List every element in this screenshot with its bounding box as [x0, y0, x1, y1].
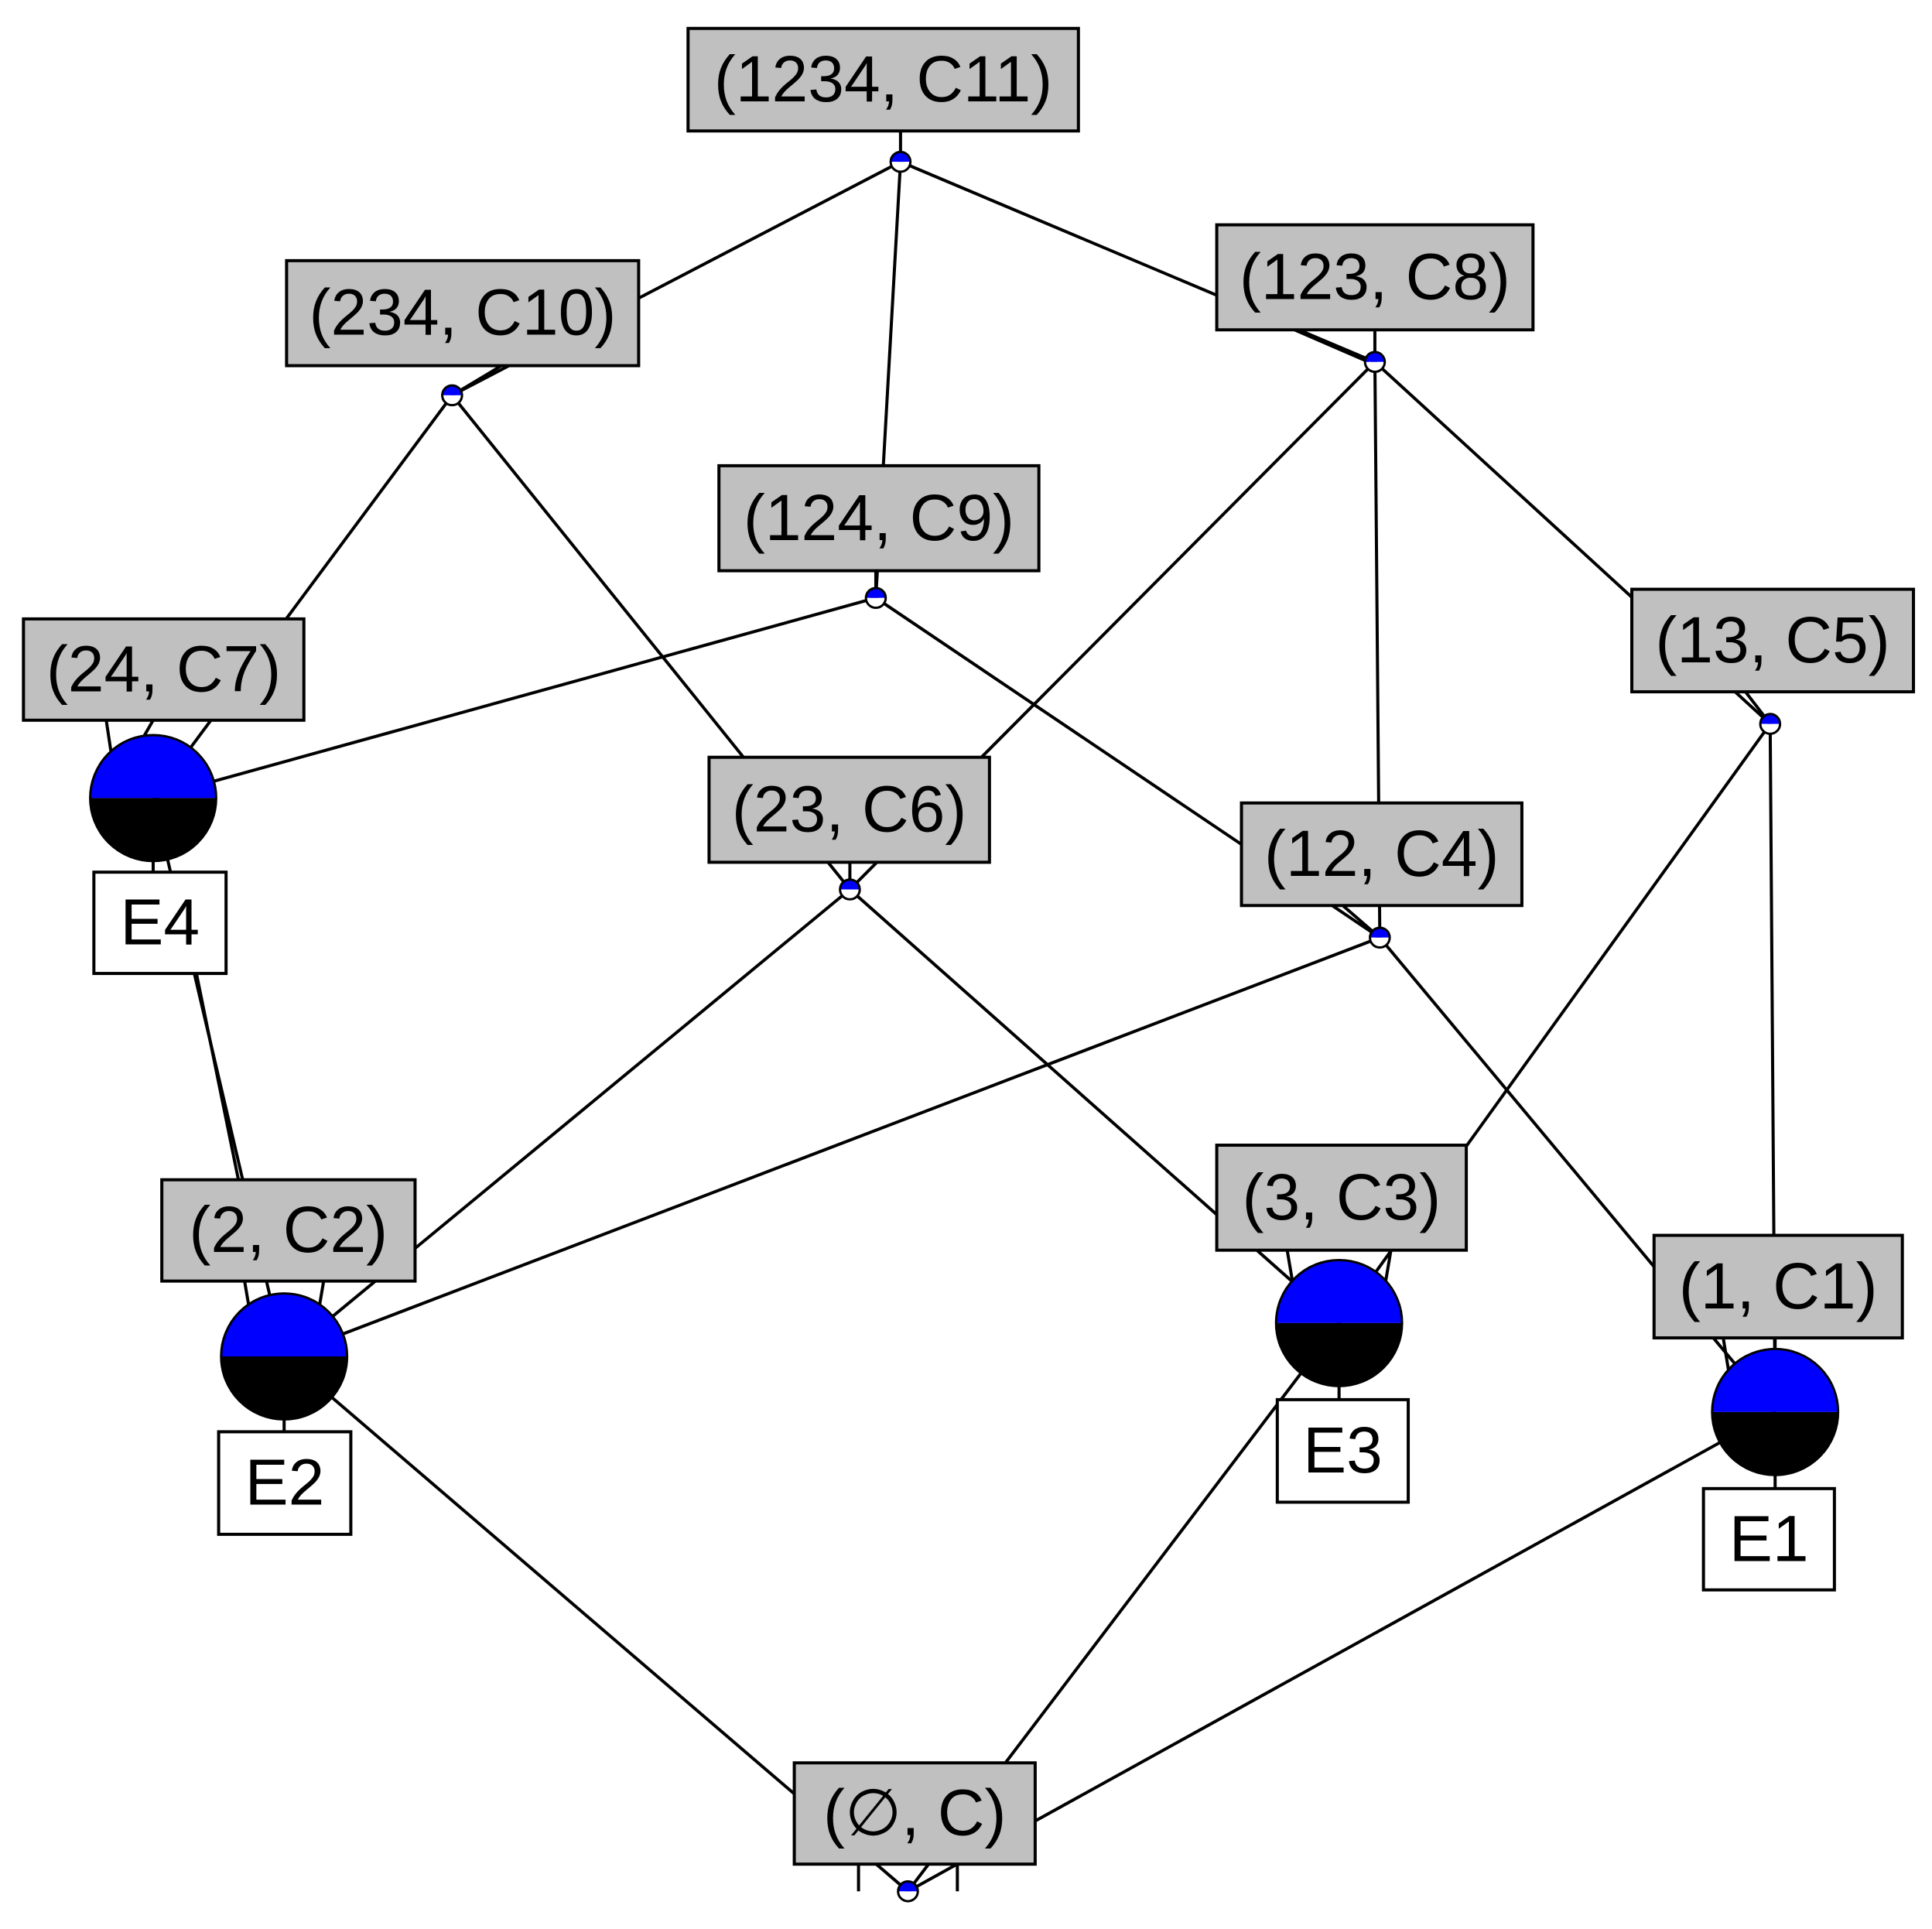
concept-label-c2: (2, C2): [160, 1178, 417, 1283]
node-outline: [1363, 351, 1387, 374]
lattice-node-c4: [1369, 926, 1391, 949]
concept-label-c6: (23, C6): [707, 755, 991, 864]
concept-label-text: (∅, C): [823, 1777, 1006, 1849]
label-connector-c2: [318, 1281, 326, 1305]
concept-label-text: (13, C5): [1655, 604, 1889, 676]
object-box: [1275, 1397, 1411, 1504]
concept-label-c4: (12, C4): [1240, 801, 1523, 908]
object-label-e1: E1: [1701, 1486, 1836, 1592]
object-label-e3: E3: [1275, 1397, 1411, 1504]
lattice-node-c8: [1363, 351, 1387, 374]
lattice-nodes: [89, 150, 1840, 1903]
edge-c9-c7: [152, 596, 877, 800]
node-bottom-half: [1711, 1411, 1838, 1476]
node-top-half: [221, 1293, 347, 1357]
concept-label-c0: (∅, C): [792, 1761, 1037, 1866]
concept-box: [1215, 1143, 1469, 1252]
concept-box: [22, 617, 306, 722]
concept-box: [1215, 223, 1535, 332]
node-outline: [889, 150, 912, 173]
concept-box: [792, 1761, 1037, 1866]
concept-label-text: (3, C3): [1242, 1161, 1441, 1233]
lattice-node-c6: [839, 878, 861, 901]
object-label-e4: E4: [92, 870, 228, 976]
edge-c4-c2: [283, 935, 1381, 1358]
concept-label-text: (234, C10): [309, 276, 616, 349]
lattice-node-c3: [1274, 1258, 1404, 1387]
label-connector-c2: [243, 1281, 251, 1305]
node-outline: [1369, 926, 1391, 949]
concept-box: [686, 26, 1080, 133]
node-bottom-half: [1276, 1322, 1403, 1387]
edge-c10-c7: [152, 394, 453, 799]
node-bottom-half: [90, 798, 217, 861]
node-bottom-half: [221, 1356, 347, 1420]
object-box: [1701, 1486, 1836, 1592]
object-label-text: E1: [1729, 1502, 1809, 1575]
node-top-half: [1711, 1349, 1838, 1412]
node-outline: [89, 734, 217, 863]
edge-c6-c2: [282, 888, 851, 1358]
edge-c6-c3: [849, 888, 1340, 1325]
label-connector-c7: [142, 719, 155, 737]
node-top-half: [90, 734, 217, 799]
lattice-node-c0: [897, 1880, 919, 1903]
lattice-node-c5: [1759, 713, 1782, 735]
object-label-text: E3: [1303, 1414, 1383, 1486]
concept-label-c7: (24, C7): [22, 617, 306, 722]
node-top-half: [1276, 1260, 1403, 1323]
concept-label-c1: (1, C1): [1652, 1233, 1904, 1340]
concept-box: [717, 463, 1041, 573]
lattice-node-c1: [1711, 1347, 1840, 1476]
concept-label-c9: (124, C9): [717, 463, 1041, 573]
node-outline: [1274, 1258, 1404, 1387]
concept-label-text: (24, C7): [46, 632, 281, 705]
node-outline: [864, 587, 887, 610]
label-connector-c7: [104, 720, 113, 752]
node-outline: [897, 1880, 919, 1903]
concept-label-text: (1, C1): [1679, 1250, 1878, 1322]
label-connector-c3: [1285, 1250, 1294, 1281]
lattice-node-c9: [864, 587, 887, 610]
node-outline: [1759, 713, 1782, 735]
node-outline: [220, 1292, 349, 1421]
object-box: [92, 870, 228, 976]
concept-box: [707, 755, 991, 864]
lattice-labels: (1234, C11) (234, C10) (123, C8) (124, C9) (…: [22, 26, 1916, 1866]
node-outline: [1711, 1347, 1840, 1476]
concept-box: [160, 1178, 417, 1283]
concept-label-text: (123, C8): [1240, 240, 1510, 313]
concept-label-text: (23, C6): [732, 773, 966, 846]
object-label-e2: E2: [217, 1430, 353, 1536]
concept-box: [1630, 587, 1916, 694]
lattice-node-c11: [889, 150, 912, 173]
label-connector-c8: [1294, 328, 1369, 364]
lattice-node-c2: [220, 1292, 349, 1421]
concept-label-text: (2, C2): [189, 1193, 388, 1266]
concept-label-c5: (13, C5): [1630, 587, 1916, 694]
concept-label-c3: (3, C3): [1215, 1143, 1469, 1252]
label-connector-c3: [1384, 1250, 1393, 1281]
concept-box: [285, 258, 641, 368]
concept-label-text: (124, C9): [744, 481, 1014, 554]
concept-label-text: (12, C4): [1264, 817, 1499, 890]
label-connector-c1: [1722, 1337, 1730, 1370]
edge-c1-c0: [907, 1411, 1776, 1893]
lattice-node-c7: [89, 734, 217, 863]
concept-box: [1652, 1233, 1904, 1340]
node-outline: [839, 878, 861, 901]
object-label-text: E2: [245, 1446, 325, 1519]
concept-label-c8: (123, C8): [1215, 223, 1535, 332]
lattice-node-c10: [441, 384, 463, 407]
edge-e4-c2: [194, 973, 241, 1181]
object-box: [217, 1430, 353, 1536]
concept-box: [1240, 801, 1523, 908]
node-outline: [441, 384, 463, 407]
concept-label-text: (1234, C11): [714, 43, 1052, 115]
object-label-text: E4: [120, 886, 200, 959]
concept-label-c11: (1234, C11): [686, 26, 1080, 133]
lattice-edges: [104, 131, 1777, 1893]
concept-label-c10: (234, C10): [285, 258, 641, 368]
